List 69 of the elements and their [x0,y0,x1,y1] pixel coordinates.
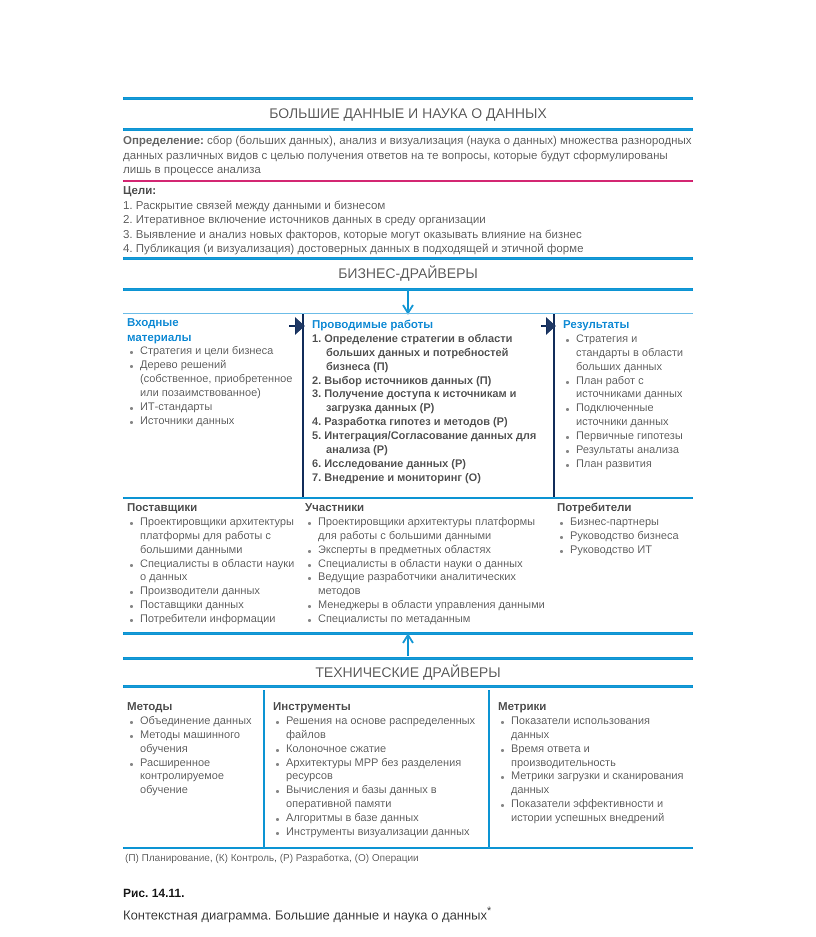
band-heading: ТЕХНИЧЕСКИЕ ДРАЙВЕРЫ [315,664,501,682]
section-heading: Проводимые работы [312,318,434,333]
numbered-item: 6. Исследование данных (Р) [312,458,467,472]
bullet-item: Стратегия и стандарты в области больших данных [563,332,689,374]
bullet-item: Подключенные источники данных [563,402,689,430]
bullet-item: Потребители информации [127,613,302,628]
section-heading: Инструменты [273,700,352,715]
bullet-item: Руководство бизнеса [557,530,692,544]
bullet-item: План работ с источниками данных [563,374,689,402]
bullet-item: Эксперты в предметных областях [305,544,553,558]
bullet-item: Расширенное контролируемое обучение [127,756,262,798]
goal-item: 2. Итеративное включение источников данных в среду организации [123,213,487,228]
definition-text: Определение: сбор (больших данных), анализ и визуализация (наука о данных) множества разнородных данных различных видов с целью получения ответов на те вопросы, которые будут сформулированы лишь в процессе анализа [123,134,693,178]
numbered-item: 2. Выбор источников данных (П) [312,374,492,388]
bullet-item: Алгоритмы в базе данных [273,812,484,826]
bullet-item: Инструменты визуализации данных [273,826,484,840]
numbered-item: 1. Определение стратегии в области больших данных и потребностей бизнеса (П) [312,332,514,374]
bullet-item: Стратегия и цели бизнеса [127,345,299,360]
bullet-item: Специалисты в области науки о данных [127,558,302,586]
bullet-item: План развития [563,458,689,472]
bullet-item: Проектировщики архитектуры платформы для работы с большими данными [305,516,553,544]
numbered-item: 7. Внедрение и мониторинг (О) [312,472,482,486]
chevron-arrow [541,317,556,335]
section-heading: Методы [127,700,174,715]
bullet-item: Результаты анализа [563,444,689,458]
bullet-item: Проектировщики архитектуры платформы для работы с большими данными [127,516,302,558]
bullet-item: Методы машинного обучения [127,728,262,756]
section-heading: Метрики [498,700,548,715]
section-heading: Потребители [557,501,632,516]
bullet-item: Производители данных [127,585,302,600]
bullet-item: Поставщики данных [127,599,302,614]
band-heading: БИЗНЕС-ДРАЙВЕРЫ [338,265,478,283]
bullet-item: Дерево решений (собственное, приобретенное или позаимствованное) [127,359,299,402]
bullet-item: Ведущие разработчики аналитических методов [305,571,553,600]
section-heading: Участники [305,501,366,516]
goal-item: 4. Публикация (и визуализация) достоверных данных в подходящей и этичной форме [123,242,584,257]
bullet-item: Специалисты в области науки о данных [305,558,553,572]
bullet-item: Вычисления и базы данных в оперативной памяти [273,784,484,812]
numbered-item: 5. Интеграция/Согласование данных для анализа (Р) [312,430,538,458]
bullet-item: Колоночное сжатие [273,742,484,756]
diagram-title: БОЛЬШИЕ ДАННЫЕ И НАУКА О ДАННЫХ [268,104,548,124]
bullet-item: Время ответа и производительность [498,742,689,770]
bullet-item: ИТ-стандарты [127,401,299,416]
arrow [402,634,414,656]
goal-item: 3. Выявление и анализ новых факторов, которые могут оказывать влияние на бизнес [123,228,583,242]
arrow [402,291,414,314]
bullet-item: Менеджеры в области управления данными [305,599,553,614]
numbered-item: 3. Получение доступа к источникам и загрузка данных (Р) [312,388,518,416]
section-heading: Поставщики [127,501,198,516]
bullet-item: Архитектуры MPP без разделения ресурсов [273,756,484,784]
bullet-item: Показатели использования данных [498,714,689,743]
bullet-item: Руководство ИТ [557,544,692,558]
figure-caption: Рис. 14.11. Контекстная диаграмма. Большие данные и наука о данных$^{*}$ [123,886,492,924]
goal-item: 1. Раскрытие связей между данными и бизнесом [123,198,386,214]
bullet-item: Источники данных [127,415,299,429]
section-heading: Цели: [123,184,158,199]
bullet-item: Первичные гипотезы [563,430,689,444]
bullet-item: Объединение данных [127,714,262,729]
chevron-arrow [289,317,305,335]
bullet-item: Специалисты по метаданным [305,613,553,628]
section-heading: Результаты [563,318,630,333]
bullet-item: Метрики загрузки и сканирования данных [498,770,689,798]
bullet-item: Показатели эффективности и истории успешных внедрений [498,798,689,826]
bullet-item: Бизнес-партнеры [557,516,692,530]
section-heading: Входные материалы [127,316,192,346]
numbered-item: 4. Разработка гипотез и методов (Р) [312,416,509,430]
bullet-item: Решения на основе распределенных файлов [273,714,484,743]
footnote-text: (П) Планирование, (К) Контроль, (Р) Разработка, (О) Операции [125,853,420,866]
section-band [123,657,693,688]
